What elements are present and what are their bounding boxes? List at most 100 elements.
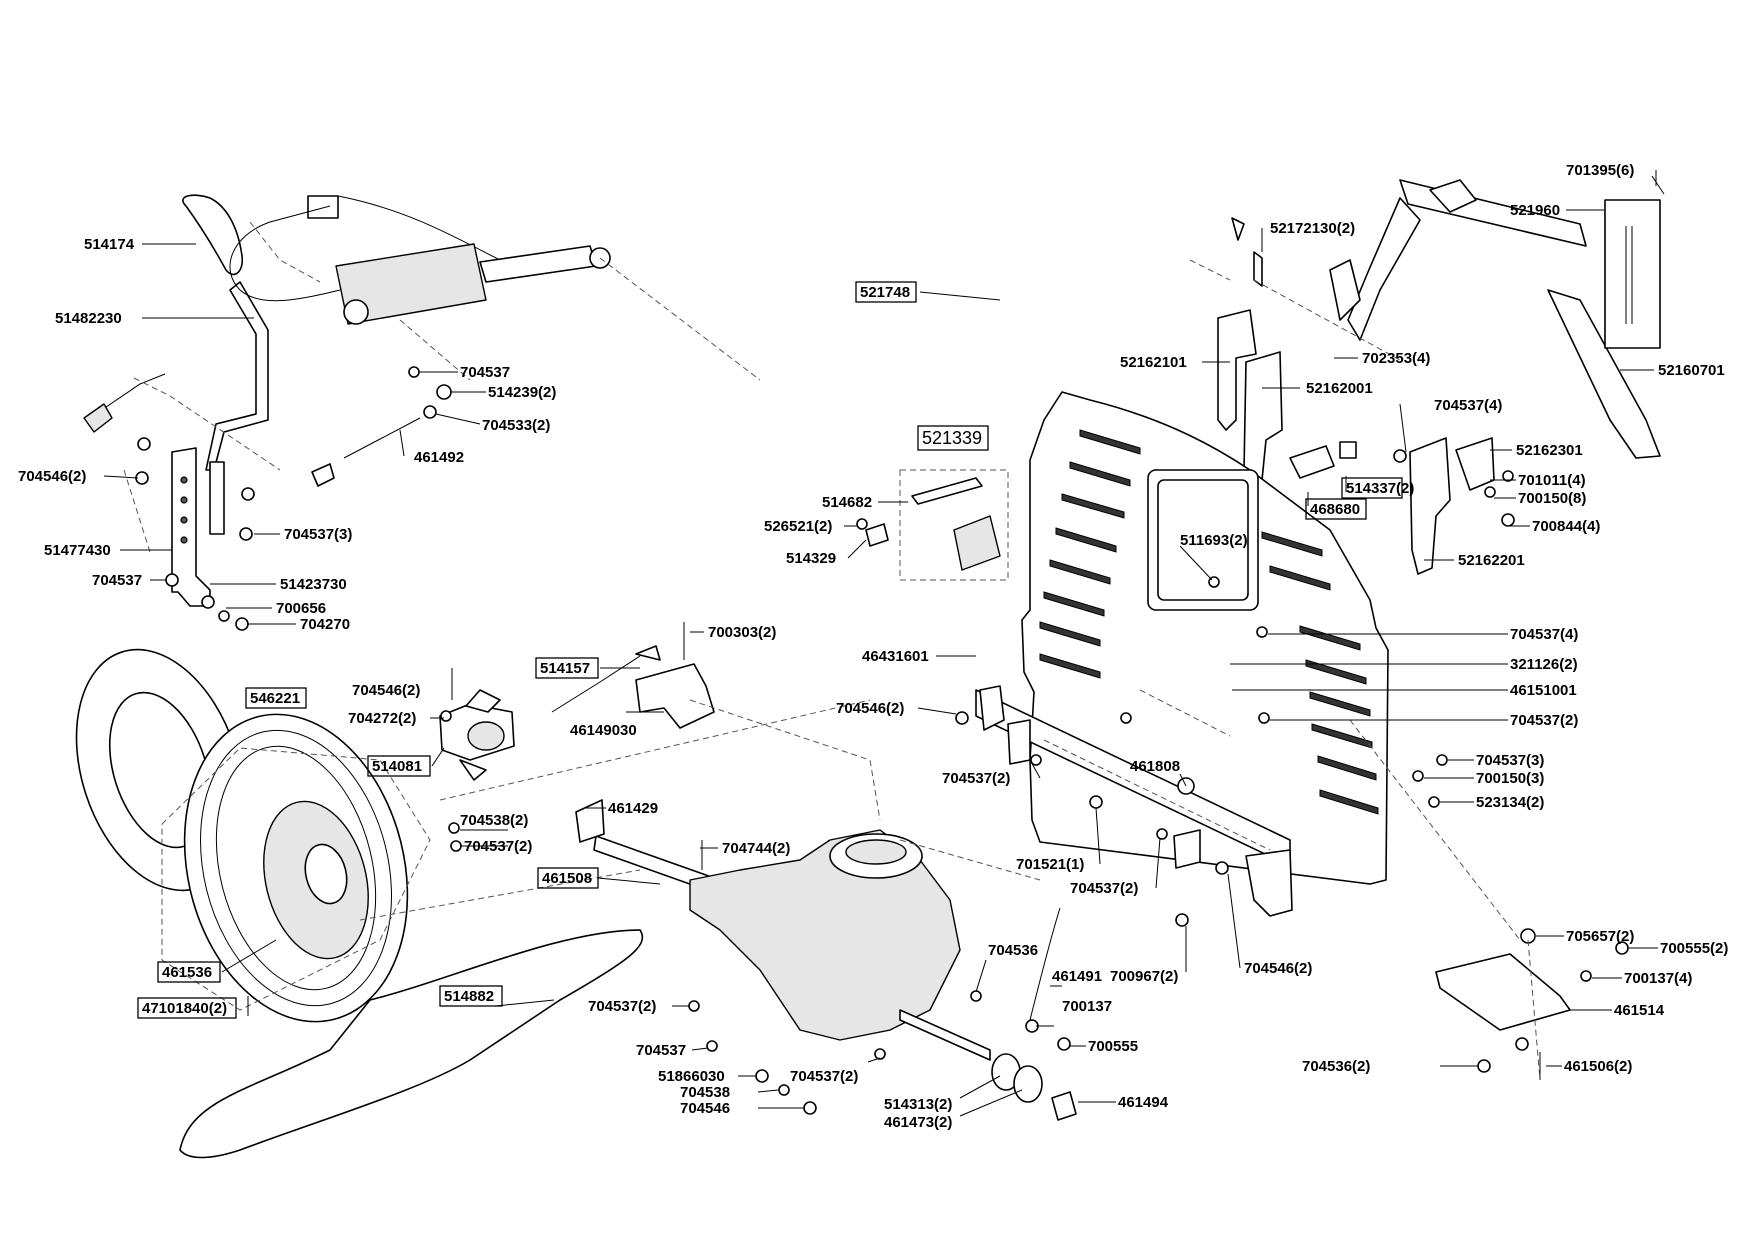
part-label-461492: 461492 <box>414 449 464 466</box>
bolt-523134 <box>1428 796 1440 808</box>
box-514081 <box>367 755 431 777</box>
box-546221 <box>245 687 307 709</box>
switch-468680 <box>1289 445 1335 479</box>
part-label-511693: 511693(2) <box>1180 532 1248 549</box>
pedal-52160701 <box>1547 289 1661 459</box>
part-label-514157: 514157 <box>540 660 590 677</box>
clamp-704272 <box>465 689 501 713</box>
part-label-514081: 514081 <box>372 758 422 775</box>
part-label-704537-2d: 704537(2) <box>1070 880 1138 897</box>
cable-514157 <box>551 655 641 713</box>
part-label-704536-2: 704536(2) <box>1302 1058 1370 1075</box>
bracket-52162201 <box>1455 437 1495 491</box>
axle-end-left <box>979 685 1005 731</box>
panel-slots <box>1039 429 1379 815</box>
cable-spring <box>635 645 661 661</box>
part-label-704533: 704533(2) <box>482 417 550 434</box>
washer-704538 <box>448 822 460 834</box>
hole <box>180 476 188 484</box>
box-47101840 <box>137 997 237 1019</box>
part-label-52162101: 52162101 <box>1120 354 1187 371</box>
transaxle <box>689 829 961 1041</box>
part-label-46149030: 46149030 <box>570 722 637 739</box>
part-label-461514: 461514 <box>1614 1002 1665 1019</box>
part-label-514682: 514682 <box>822 494 872 511</box>
part-label-704536: 704536 <box>988 942 1038 959</box>
axle-plate-mid <box>1173 829 1201 869</box>
part-label-461808: 461808 <box>1130 758 1180 775</box>
part-label-52172130: 52172130(2) <box>1270 220 1355 237</box>
axle-plate-left <box>1007 719 1031 765</box>
rod-461492 <box>343 417 421 459</box>
part-label-51482230: 51482230 <box>55 310 122 327</box>
box-521748 <box>855 281 917 303</box>
part-label-700137: 700137 <box>1062 998 1112 1015</box>
lever-rod-51482230 <box>205 281 269 471</box>
actuator-mount <box>343 299 369 325</box>
bolt <box>1120 712 1132 724</box>
part-label-704538: 704538 <box>680 1084 730 1101</box>
part-label-700967: 700967(2) <box>1110 968 1178 985</box>
part-label-468680: 468680 <box>1310 501 1360 518</box>
nut-704537 <box>1258 712 1270 724</box>
box-514337 <box>1341 477 1403 499</box>
part-label-700150-3: 700150(3) <box>1476 770 1544 787</box>
part-label-704270: 704270 <box>300 616 350 633</box>
part-label-700150-8: 700150(8) <box>1518 490 1586 507</box>
part-label-461429: 461429 <box>608 800 658 817</box>
part-label-514313: 514313(2) <box>884 1096 952 1113</box>
part-label-704537-2c: 704537(2) <box>464 838 532 855</box>
part-label-461536: 461536 <box>162 964 212 981</box>
part-label-700555-2: 700555(2) <box>1660 940 1728 957</box>
bracket-461429 <box>575 799 605 843</box>
part-label-702353: 702353(4) <box>1362 350 1430 367</box>
part-514682 <box>911 477 983 505</box>
part-label-704546-e: 704546 <box>680 1100 730 1117</box>
part-label-704537-4: 704537(4) <box>1434 397 1502 414</box>
part-label-704537-2: 704537(2) <box>1510 712 1578 729</box>
part-label-704537: 704537 <box>92 572 142 589</box>
nut <box>165 573 179 587</box>
bolt-700555 <box>1057 1037 1071 1051</box>
bracket-52162101 <box>1217 309 1257 431</box>
bracket-52162301 <box>1409 437 1451 575</box>
lever-handle-514174 <box>182 194 244 276</box>
part-label-523134: 523134(2) <box>1476 794 1544 811</box>
pin-52172130 <box>1253 251 1263 287</box>
ball-joint <box>311 463 335 487</box>
nut-526521 <box>856 518 868 530</box>
bracket-46149030 <box>635 663 715 729</box>
nut <box>239 527 253 541</box>
nut-704536 <box>970 990 982 1002</box>
nut-704537 <box>450 840 462 852</box>
part-label-526521: 526521(2) <box>764 518 832 535</box>
hub <box>304 843 348 905</box>
part-label-51866030: 51866030 <box>658 1068 725 1085</box>
bolt-704546 <box>1215 861 1229 875</box>
drawing-layer <box>75 175 1665 1159</box>
washer <box>1515 1037 1529 1051</box>
part-label-521748: 521748 <box>860 284 910 301</box>
pulley <box>467 721 505 751</box>
part-label-46431601: 46431601 <box>862 648 929 665</box>
part-label-704546: 704546(2) <box>352 682 420 699</box>
nut <box>241 487 255 501</box>
nut-704537 <box>706 1040 718 1052</box>
part-label-704537-2e: 704537(2) <box>588 998 656 1015</box>
pulley-hub <box>845 839 907 865</box>
clamp-lower <box>459 759 487 781</box>
part-label-701011: 701011(4) <box>1518 472 1586 489</box>
part-label-704537-3: 704537(3) <box>284 526 352 543</box>
screw-701395 <box>1651 175 1665 195</box>
part-label-704537-3b: 704537(3) <box>1476 752 1544 769</box>
plate-461514 <box>1435 953 1571 1031</box>
part-label-546221: 546221 <box>250 690 300 707</box>
filter-521339 <box>953 515 1001 571</box>
washer <box>218 610 230 622</box>
washer <box>201 595 215 609</box>
labels: 514174 51482230 704537 514239(2) 704533(… <box>18 162 1728 1131</box>
nut-704537 <box>874 1048 886 1060</box>
part-label-461508: 461508 <box>542 870 592 887</box>
spring-461491 <box>1029 907 1061 1021</box>
part-label-461506: 461506(2) <box>1564 1058 1632 1075</box>
